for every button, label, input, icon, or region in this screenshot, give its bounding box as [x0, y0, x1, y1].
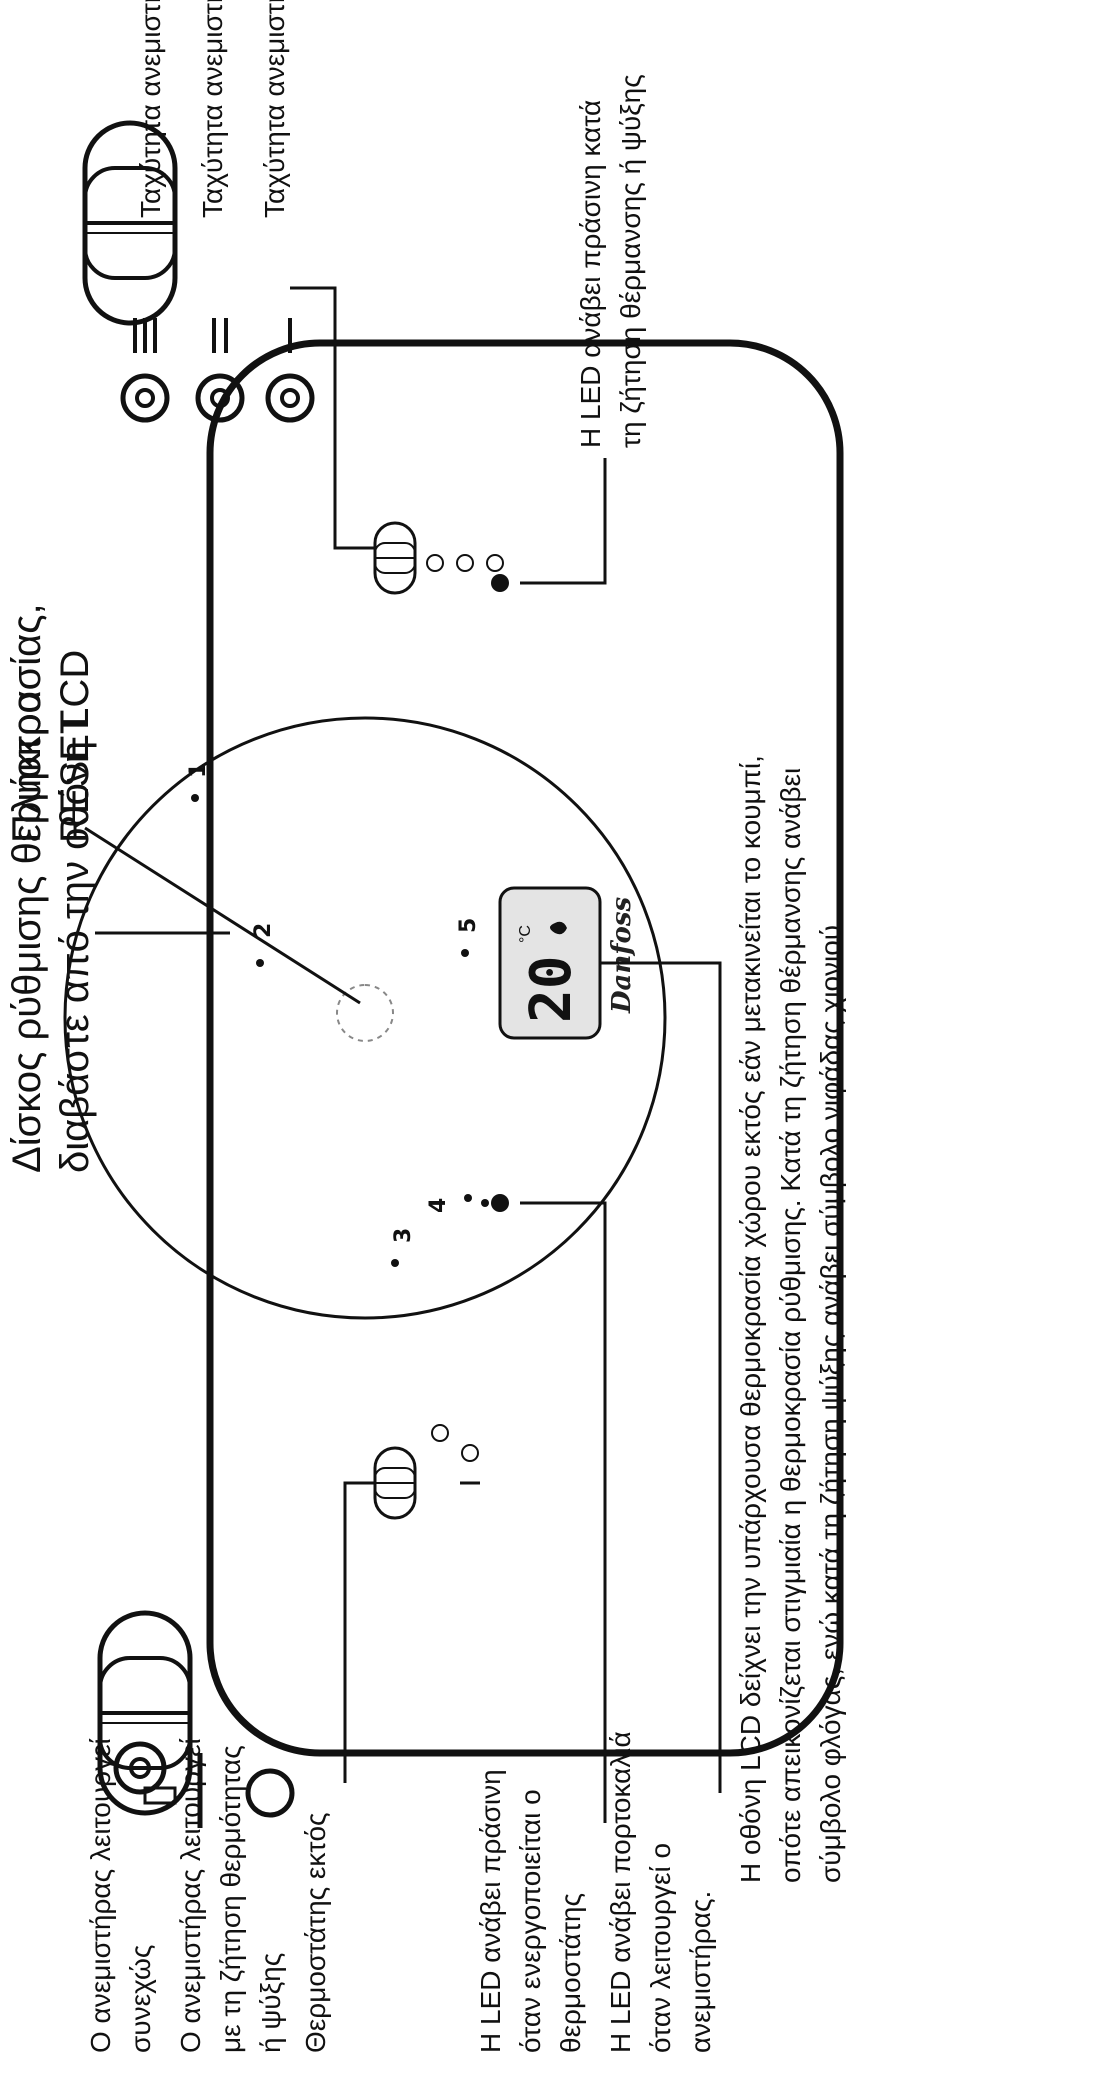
flame-icon [550, 921, 567, 935]
fan-speed-switch-small[interactable] [373, 521, 504, 595]
leader-lines [84, 286, 722, 1823]
speed-mark-3 [133, 318, 157, 353]
off-circle-icon [461, 1444, 479, 1462]
fan-icon [195, 373, 245, 423]
dial-tick-4 [464, 1194, 472, 1202]
mode-fan-continuous-label: Ο ανεμιστήρας λειτουργεί συνεχώς [85, 1730, 156, 2053]
led-green [491, 574, 509, 592]
thermostat-body [206, 339, 844, 1757]
dial-tick-3 [391, 1259, 399, 1267]
mode-icons [113, 1741, 295, 1828]
dial-number-1: 1 [186, 763, 211, 778]
led-green-demand-label: Η LED ανάβει πράσινη κατά τη ζήτηση θέρμ… [575, 74, 646, 448]
dial-tick-2 [256, 959, 264, 967]
dial-label: Δίσκος ρύθμισης θερμοκρασίας, διαβάστε α… [5, 592, 97, 1173]
fan-icon [431, 1424, 449, 1442]
reset-button[interactable] [336, 984, 394, 1042]
hand-icon [143, 1786, 177, 1805]
fan-speed-icons [120, 318, 315, 423]
lcd-unit: °C [517, 925, 534, 943]
dial-tick-1 [191, 794, 199, 802]
fan-icon [426, 554, 504, 572]
fan-speed-switch-large[interactable] [82, 120, 178, 326]
fan-icon [113, 1741, 167, 1795]
mode-fan-on-demand-label: Ο ανεμιστήρας λειτουργεί με τη ζήτηση θε… [175, 1730, 286, 2053]
speed-mark-2 [212, 318, 228, 353]
mode-switch-large[interactable] [97, 1610, 193, 1816]
dial-number-5: 5 [456, 918, 481, 933]
fan-icon [120, 373, 170, 423]
dial-center-dot [481, 1199, 489, 1207]
dial-number-2: 2 [251, 923, 276, 938]
led-orange [491, 1194, 509, 1212]
off-circle-icon [245, 1768, 295, 1818]
lcd-value: 20 [519, 956, 584, 1023]
led-orange-label: Η LED ανάβει πορτοκαλιά όταν λειτουργεί … [605, 1723, 716, 2053]
fan-speed-labels: Ταχύτητα ανεμιστήρα 3 Ταχύτητα ανεμιστήρ… [135, 0, 290, 218]
dial-number-3: 3 [391, 1228, 416, 1243]
lcd-note: Η οθόνη LCD δείχνει την υπάρχουσα θερμοκ… [735, 747, 846, 1883]
mode-off-label: Θερμοστάτης εκτός [300, 1812, 331, 2053]
mode-switch-small[interactable] [373, 1424, 480, 1520]
brand-logo: Danfoss [607, 897, 637, 1014]
dial-scale: 1 2 3 4 5 [186, 763, 489, 1267]
temperature-dial[interactable] [63, 716, 667, 1320]
dial-number-4: 4 [426, 1198, 451, 1213]
dial-tick-5 [461, 949, 469, 957]
reset-label: Πλήκτρο RESET [5, 680, 97, 843]
led-green-on-label: Η LED ανάβει πράσινη όταν ενεργοποιείται… [475, 1762, 586, 2054]
fan-icon [265, 373, 315, 423]
